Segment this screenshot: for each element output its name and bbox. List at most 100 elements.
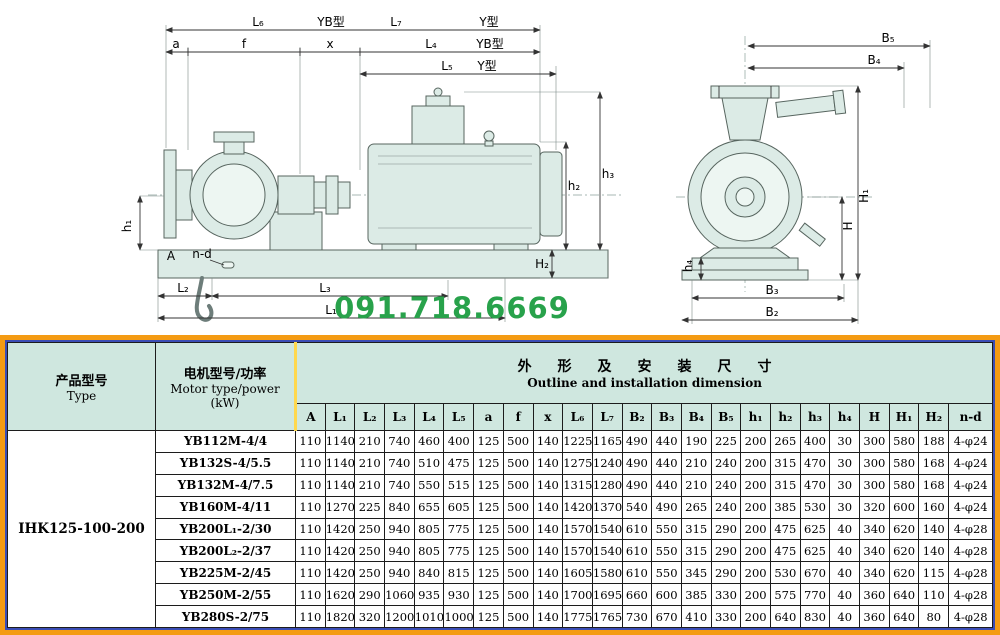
fan-cowl: [539, 151, 563, 237]
dim-value-cell: 110: [295, 517, 326, 541]
dim-value-cell: 110: [295, 605, 326, 628]
dim-value-cell: 490: [621, 451, 653, 475]
dim-value-cell: 1140: [324, 430, 356, 453]
dim-label-h1: h₁: [120, 220, 134, 233]
dim-value-cell: 300: [859, 451, 890, 475]
dim-value-cell: 125: [473, 583, 504, 606]
dim-value-cell: 940: [384, 561, 415, 585]
dim-value-cell: 140: [532, 495, 564, 519]
dim-value-cell: 110: [295, 539, 326, 563]
dim-value-cell: 1060: [384, 583, 415, 606]
dim-value-cell: 575: [770, 583, 801, 606]
dim-value-cell: 1700: [562, 583, 593, 606]
dim-value-cell: 4-φ24: [948, 495, 994, 519]
dim-value-cell: 1570: [562, 517, 593, 541]
motor-type-cell: YB160M-4/11: [155, 495, 296, 519]
dim-value-cell: 815: [443, 561, 475, 585]
dim-label-h2: h₂: [568, 179, 581, 193]
dim-label-b3: B₃: [765, 283, 778, 297]
base-end: [681, 269, 809, 281]
motor-ribs: [378, 155, 532, 229]
dim-value-cell: 805: [413, 539, 445, 563]
dim-value-cell: 500: [502, 561, 534, 585]
dim-value-cell: 625: [799, 539, 831, 563]
dim-label-l6: L₆: [252, 15, 264, 29]
dim-value-cell: 670: [799, 561, 831, 585]
table-section: 产品型号 Type 电机型号/功率 Motor type/power (kW) …: [0, 335, 1000, 635]
dim-value-cell: 1420: [324, 561, 356, 585]
dim-value-cell: 840: [413, 561, 445, 585]
dim-value-cell: 940: [384, 539, 415, 563]
dim-value-cell: 40: [829, 605, 861, 628]
dim-label-l5: L₅: [441, 59, 453, 73]
dim-value-cell: 320: [354, 605, 386, 628]
dim-value-cell: 290: [710, 561, 742, 585]
lifting-hook: [194, 276, 214, 322]
dim-label-a: a: [172, 37, 179, 51]
dim-value-cell: 265: [770, 430, 801, 453]
coupling-spacer: [325, 175, 339, 215]
pump-side-view: L₆ YB型 L₇ Y型 a f x L₄ YB型 L₅ Y型 h₁ h₂ h₃…: [120, 15, 622, 322]
dim-value-cell: 345: [680, 561, 712, 585]
dim-value-cell: 830: [799, 605, 831, 628]
dim-value-cell: 1420: [324, 539, 356, 563]
dim-value-cell: 125: [473, 561, 504, 585]
dim-value-cell: 250: [354, 517, 386, 541]
dim-value-cell: 40: [829, 539, 861, 563]
dim-column-header: L₇: [591, 403, 623, 431]
dim-value-cell: 740: [384, 473, 415, 497]
dim-column-header: L₄: [413, 403, 445, 431]
motor-header-unit: (kW): [210, 396, 240, 410]
dim-value-cell: 385: [770, 495, 801, 519]
dim-value-cell: 360: [859, 605, 890, 628]
dim-value-cell: 30: [829, 430, 861, 453]
dim-label-l7: L₇: [390, 15, 402, 29]
dim-value-cell: 1765: [591, 605, 623, 628]
dim-value-cell: 320: [859, 495, 890, 519]
dim-value-cell: 110: [295, 561, 326, 585]
dim-label-f: f: [242, 37, 247, 51]
dim-value-cell: 290: [710, 539, 742, 563]
dim-value-cell: 200: [740, 517, 771, 541]
dim-value-cell: 225: [354, 495, 386, 519]
dim-value-cell: 500: [502, 430, 534, 453]
terminal-box: [411, 105, 465, 145]
dim-value-cell: 620: [888, 561, 920, 585]
dim-value-cell: 200: [740, 495, 771, 519]
dim-label-b4: B₄: [867, 53, 880, 67]
dim-value-cell: 4-φ24: [948, 430, 994, 453]
dim-value-cell: 1010: [413, 605, 445, 628]
dim-value-cell: 1420: [562, 495, 593, 519]
dim-value-cell: 490: [651, 495, 682, 519]
dim-value-cell: 620: [888, 517, 920, 541]
dim-value-cell: 475: [770, 517, 801, 541]
dim-value-cell: 930: [443, 583, 475, 606]
motor-header-en: Motor type/power: [170, 382, 280, 396]
dim-value-cell: 125: [473, 451, 504, 475]
type-column-header: 产品型号 Type: [7, 342, 156, 431]
side-pipe: [775, 89, 847, 118]
terminal-box-cap: [425, 95, 451, 107]
dim-value-cell: 110: [295, 495, 326, 519]
dim-value-cell: 660: [621, 583, 653, 606]
dim-value-cell: 1275: [562, 451, 593, 475]
dim-value-cell: 125: [473, 539, 504, 563]
dim-value-cell: 4-φ28: [948, 517, 994, 541]
motor-foot-rear: [493, 243, 529, 251]
dim-value-cell: 500: [502, 473, 534, 497]
dim-value-cell: 200: [740, 539, 771, 563]
dim-value-cell: 530: [770, 561, 801, 585]
diagram-section: L₆ YB型 L₇ Y型 a f x L₄ YB型 L₅ Y型 h₁ h₂ h₃…: [120, 15, 931, 325]
dim-value-cell: 410: [680, 605, 712, 628]
dim-value-cell: 1165: [591, 430, 623, 453]
dim-value-cell: 730: [621, 605, 653, 628]
dim-value-cell: 475: [770, 539, 801, 563]
dim-column-header: a: [473, 403, 504, 431]
dim-column-header: h₃: [799, 403, 831, 431]
